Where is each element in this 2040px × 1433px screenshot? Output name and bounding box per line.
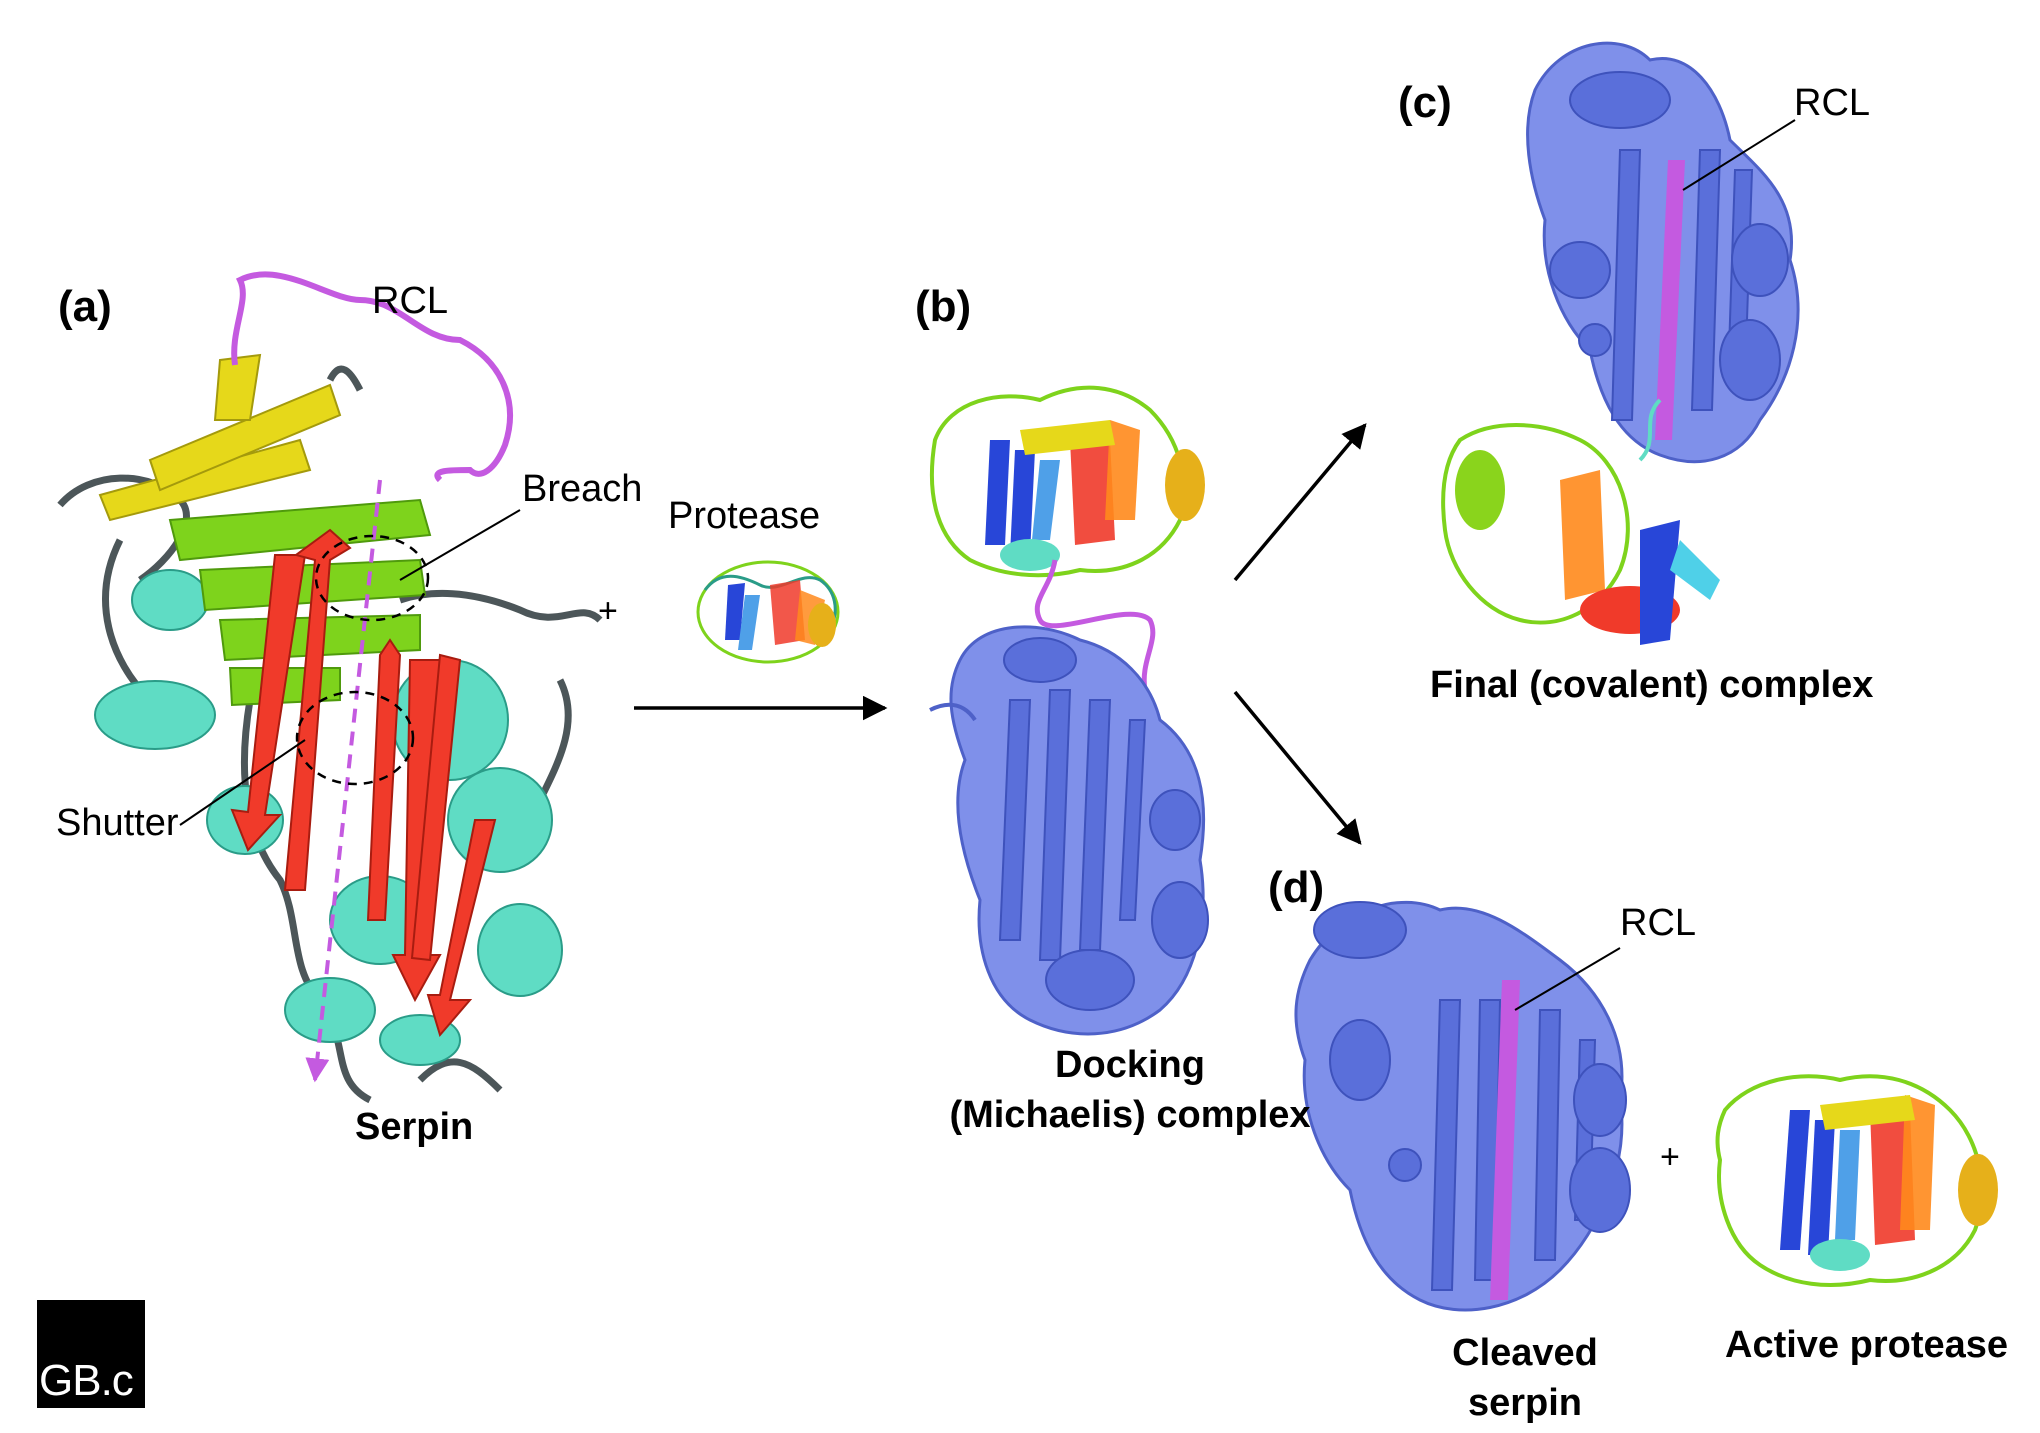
gb-logo-text: GB.c (39, 1356, 134, 1405)
shutter-label: Shutter (56, 802, 179, 844)
arrow-b-to-c (1233, 423, 1367, 582)
cleaved-serpin-caption-line2: serpin (1467, 1382, 1583, 1424)
gb-logo: GB.c (37, 1300, 145, 1408)
michaelis-caption: Docking (Michaelis) complex (900, 1040, 1360, 1140)
plus-protease: + (598, 592, 618, 630)
protease-label: Protease (668, 495, 821, 537)
protease-structure-small (696, 560, 840, 664)
michaelis-complex-b (929, 385, 1209, 1036)
covalent-complex-caption: Final (covalent) complex (1430, 664, 1874, 706)
active-protease-caption: Active protease (1725, 1324, 2009, 1366)
active-protease-d (1715, 1074, 1998, 1287)
panel-c-letter: (c) (1398, 78, 1452, 127)
panel-a-letter: (a) (58, 282, 112, 331)
arrow-b-to-d (1233, 690, 1362, 845)
rcl-label-c: RCL (1794, 82, 1871, 124)
covalent-complex-c (1441, 41, 1800, 645)
cleaved-serpin-caption-line1: Cleaved (1452, 1332, 1598, 1374)
serpin-caption: Serpin (355, 1106, 474, 1148)
rcl-label-d: RCL (1620, 902, 1697, 944)
panel-b-letter: (b) (915, 282, 972, 331)
serpin-structure-a (57, 271, 603, 1104)
plus-active-protease: + (1660, 1138, 1680, 1176)
cleaved-serpin-caption: Cleaved serpin (1405, 1328, 1645, 1428)
panel-d-letter: (d) (1268, 863, 1325, 912)
michaelis-caption-line2: (Michaelis) complex (949, 1094, 1311, 1136)
michaelis-caption-line1: Docking (1055, 1044, 1205, 1086)
rcl-label-a: RCL (372, 280, 449, 322)
breach-label: Breach (522, 468, 643, 510)
cleaved-serpin-d (1294, 900, 1631, 1312)
